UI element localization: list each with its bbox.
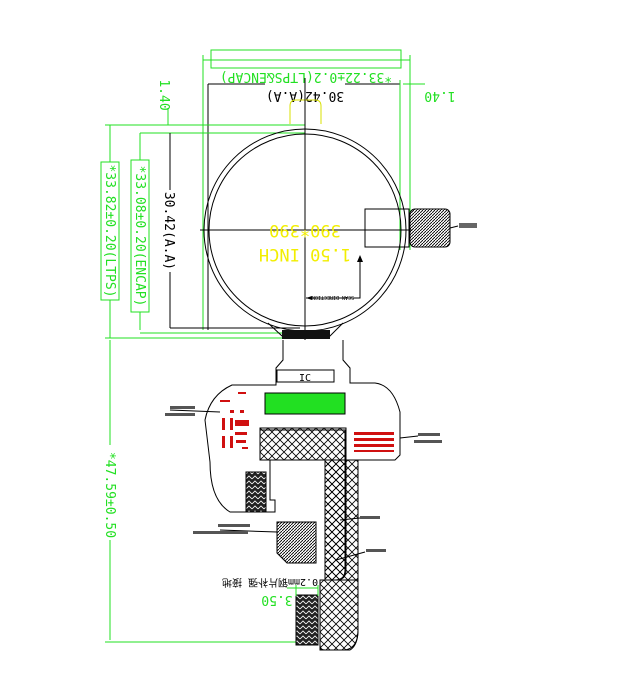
tape-note	[459, 223, 477, 228]
fpc: IC 0.2mm钢片补强 接地 3.50	[165, 330, 442, 651]
round-display-panel: 390*390 1.50 INCH SCAN DIRECTION	[200, 78, 477, 340]
tape-tab	[409, 208, 451, 248]
scan-direction-arrow	[306, 257, 361, 299]
tail-width-label: 3.50	[261, 592, 292, 607]
shield-region	[276, 521, 317, 564]
scan-direction-label: SCAN DIRECTION	[312, 294, 354, 300]
top-dimension-aa: 30.42(A.A) 1.40	[207, 80, 456, 330]
top-offset-label: 1.40	[156, 79, 171, 110]
height-ltps-label: *33.82±0.20(LTPS)	[102, 164, 117, 297]
ic-label: IC	[299, 373, 311, 384]
size-label: 1.50 INCH	[259, 244, 351, 264]
left-dimensions: 1.40 *33.82±0.20(LTPS) *33.08±0.20(ENCAP…	[100, 79, 305, 643]
height-encap-label: *33.08±0.20(ENCAP)	[132, 166, 147, 307]
connector-small	[245, 471, 267, 513]
ic-bonding-pad	[264, 392, 346, 415]
polarizer-box	[364, 208, 410, 248]
total-length-label: *47.59±0.50	[102, 452, 117, 538]
stiffener-upper	[259, 427, 347, 461]
height-aa-label: 30.42(A.A)	[161, 192, 176, 270]
connector-fingers	[295, 594, 319, 646]
top-dimension-total: *33.22±0.2(LTPS&ENCAP)	[202, 49, 411, 330]
components-left	[220, 392, 249, 449]
stiffener-note: 0.2mm钢片补强 接地	[222, 576, 318, 589]
components-right	[354, 432, 394, 452]
width-total-label: *33.22±0.2(LTPS&ENCAP)	[220, 69, 392, 84]
resolution-label: 390*390	[269, 220, 341, 240]
right-offset-label: 1.40	[424, 88, 455, 103]
